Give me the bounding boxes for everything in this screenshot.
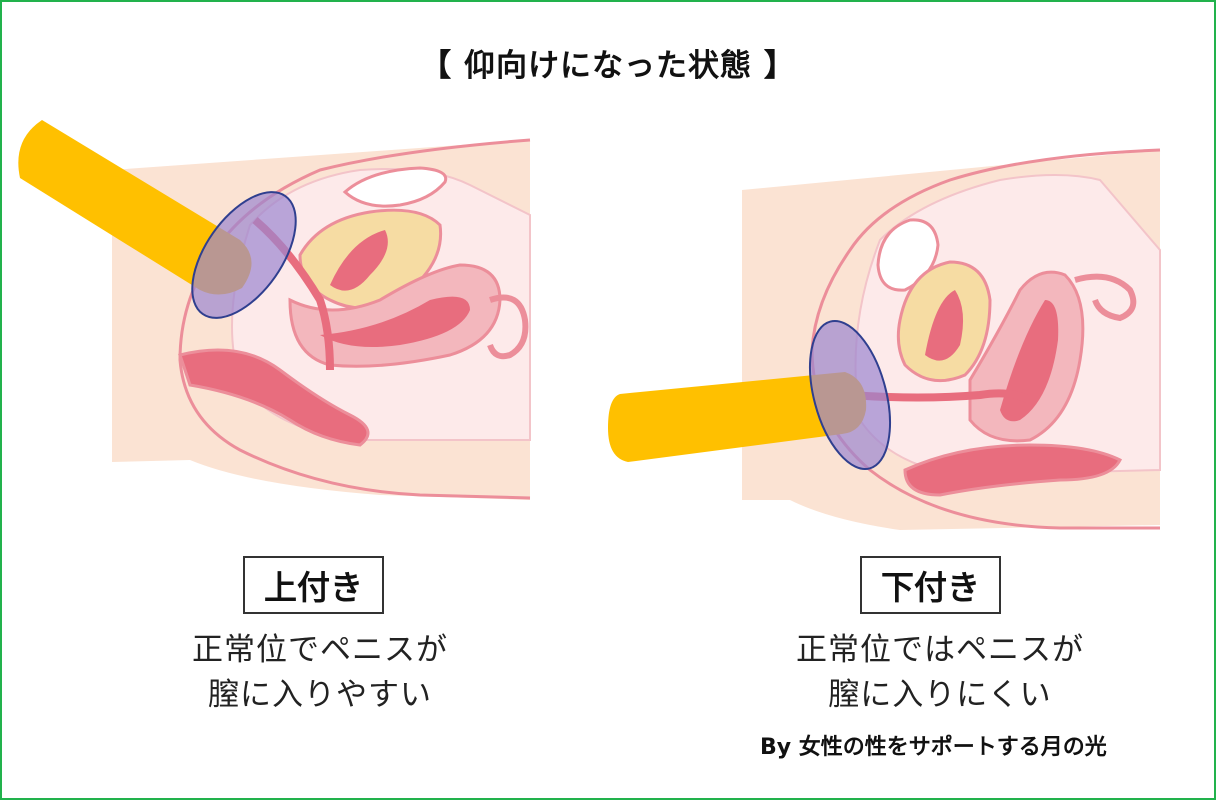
left-caption-line2: 膣に入りやすい	[208, 677, 432, 713]
right-caption-line1: 正常位ではペニスが	[796, 632, 1084, 668]
right-penis-rod	[608, 372, 867, 462]
left-body-contour	[178, 138, 531, 500]
right-anatomy-diagram	[608, 148, 1161, 530]
right-body-contour	[810, 148, 1161, 530]
page-title: 【 仰向けになった状態 】	[420, 48, 796, 84]
left-anatomy-diagram	[18, 120, 531, 500]
left-caption-line1: 正常位でペニスが	[192, 632, 448, 668]
left-caption: 正常位でペニスが 膣に入りやすい	[150, 628, 490, 718]
left-penis-rod	[18, 120, 252, 295]
left-fallopian-tube	[487, 294, 529, 360]
credit-text: By 女性の性をサポートする月の光	[760, 735, 1107, 760]
right-rectum	[903, 443, 1123, 497]
right-fallopian-tube	[1074, 273, 1137, 322]
right-caption-line2: 膣に入りにくい	[828, 677, 1052, 713]
left-vaginal-opening-highlight	[191, 191, 297, 319]
right-vaginal-opening-highlight	[809, 320, 891, 470]
left-rectum	[178, 348, 370, 447]
left-label-box: 上付き	[243, 556, 384, 614]
right-pubic-bone	[876, 218, 940, 292]
right-label-box: 下付き	[860, 556, 1001, 614]
left-pubic-bone	[342, 166, 448, 208]
right-caption: 正常位ではペニスが 膣に入りにくい	[760, 628, 1120, 718]
